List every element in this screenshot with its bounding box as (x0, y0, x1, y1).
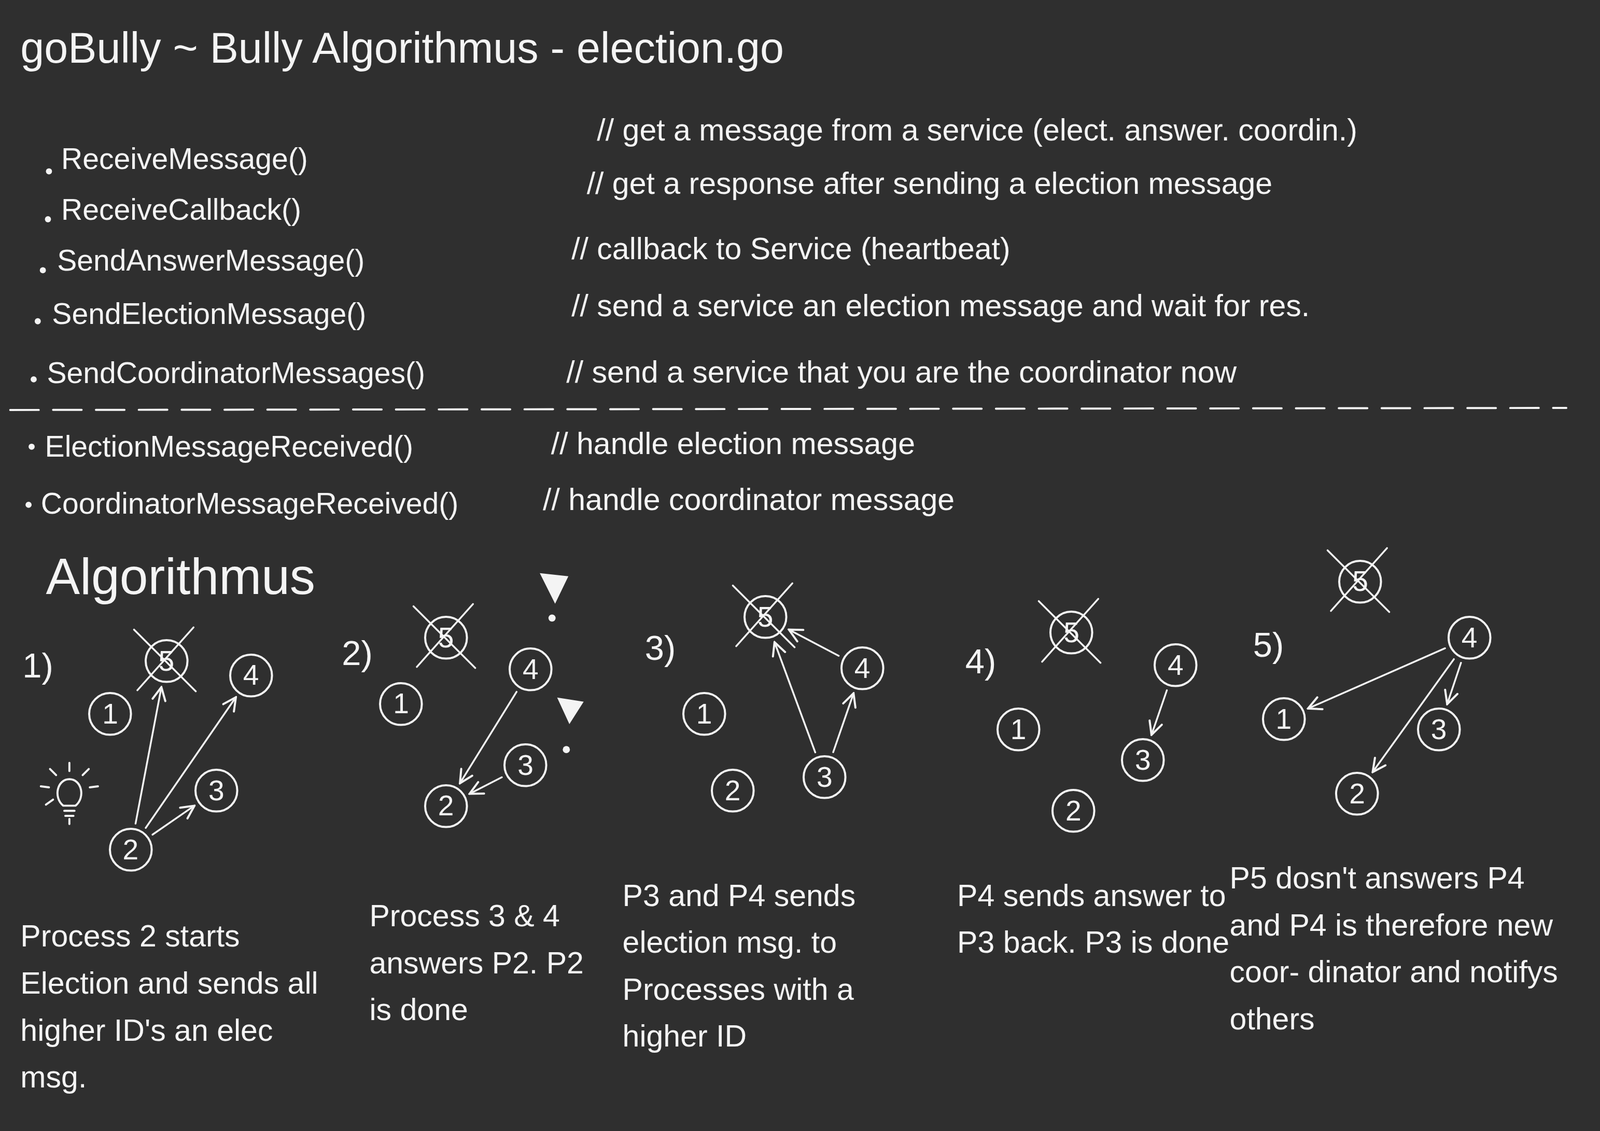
code-comment: // send a service that you are the coord… (566, 354, 1237, 391)
process-id: 1 (1275, 705, 1293, 734)
process-id: 4 (243, 661, 260, 690)
process-id: 3 (208, 776, 225, 806)
message-arrow (774, 642, 816, 753)
process-id: 3 (816, 763, 833, 792)
process-id: 3 (1134, 746, 1152, 775)
message-arrow (469, 777, 502, 794)
step-caption: P3 and P4 sends election msg. to Process… (622, 872, 924, 1061)
code-comment: // handle coordinator message (542, 481, 955, 519)
message-arrow (459, 692, 517, 784)
step-number: 2) (341, 632, 373, 675)
process-id: 1 (102, 699, 119, 729)
process-id: 4 (854, 654, 871, 683)
process-circle: 3 (1120, 737, 1166, 783)
process-circle: 1 (995, 707, 1042, 753)
process-id: 4 (522, 655, 539, 684)
process-circle: 2 (710, 768, 756, 814)
message-arrow (135, 687, 162, 824)
step-number: 3) (644, 627, 677, 669)
process-circle: 2 (1050, 788, 1097, 834)
step-caption: P4 sends answer to P3 back. P3 is done (957, 872, 1243, 967)
lightbulb-icon (40, 763, 98, 825)
process-circle: 1 (1261, 696, 1307, 742)
process-circle: 3 (1416, 707, 1462, 753)
message-arrow (1447, 663, 1462, 705)
code-comment: // get a response after sending a electi… (586, 165, 1273, 203)
message-arrow (152, 805, 195, 835)
step-number: 1) (22, 644, 54, 687)
process-id: 4 (1167, 651, 1184, 680)
process-id: 3 (517, 751, 534, 780)
process-circle: 5 (1337, 559, 1383, 605)
process-id: 3 (1430, 715, 1448, 745)
process-id: 4 (1461, 623, 1478, 653)
process-circle: 4 (1447, 615, 1493, 661)
process-circle: 1 (87, 691, 133, 737)
section-heading: Algorithmus (46, 545, 316, 608)
message-arrow (788, 629, 839, 657)
process-id: 1 (696, 699, 713, 729)
process-circle: 1 (681, 691, 727, 737)
function-name: ElectionMessageReceived() (45, 428, 414, 465)
process-id: 2 (1065, 796, 1082, 826)
process-id: 5 (1352, 567, 1369, 596)
message-arrow (1151, 690, 1168, 736)
process-circle: 2 (1334, 771, 1380, 817)
process-circle: 5 (742, 594, 789, 640)
process-circle: 3 (502, 742, 549, 789)
process-id: 2 (122, 835, 139, 865)
process-id: 5 (158, 647, 175, 676)
process-circle: 4 (508, 647, 554, 693)
process-id: 2 (724, 776, 741, 806)
process-circle: 5 (144, 638, 190, 684)
step-number: 5) (1253, 624, 1285, 666)
message-arrow (1372, 659, 1455, 773)
step-caption: Process 2 starts Election and sends all … (20, 913, 327, 1101)
function-name: ReceiveMessage() (61, 141, 308, 177)
function-name: SendAnswerMessage() (57, 242, 365, 278)
process-id: 5 (1063, 618, 1080, 648)
process-circle: 2 (108, 827, 154, 873)
process-circle: 5 (1048, 610, 1094, 656)
process-circle: 4 (1153, 642, 1199, 689)
process-id: 5 (757, 602, 774, 632)
process-circle: 3 (802, 754, 848, 800)
step-caption: P5 dosn't answers P4 and P4 is therefore… (1229, 854, 1582, 1043)
cross-out-mark (133, 627, 196, 692)
process-id: 2 (438, 791, 455, 821)
process-circle: 1 (378, 681, 424, 727)
function-name: ReceiveCallback() (61, 191, 302, 228)
code-comment: // get a message from a service (elect. … (596, 111, 1358, 149)
code-comment: // callback to Service (heartbeat) (571, 230, 1011, 268)
cross-out-mark (1327, 548, 1390, 612)
diagram-title: goBully ~ Bully Algorithmus - election.g… (20, 22, 784, 74)
dashed-separator (10, 408, 1567, 411)
code-comment: // handle election message (551, 425, 916, 463)
step-number: 4) (965, 640, 997, 683)
message-arrow (833, 693, 854, 753)
process-id: 1 (1010, 715, 1027, 745)
function-name: SendElectionMessage() (51, 296, 367, 332)
cross-out-mark (732, 583, 795, 648)
exclamation-icon (539, 573, 584, 754)
process-id: 5 (438, 623, 455, 653)
cross-out-mark (1039, 598, 1101, 663)
process-circle: 5 (423, 615, 469, 661)
code-comment: // send a service an election message an… (571, 287, 1310, 325)
process-circle: 4 (839, 646, 886, 692)
process-circle: 4 (228, 653, 274, 699)
process-id: 1 (393, 689, 410, 719)
process-circle: 3 (193, 768, 240, 814)
process-circle: 2 (423, 783, 469, 830)
function-name: SendCoordinatorMessages() (47, 355, 426, 391)
process-id: 2 (1349, 779, 1366, 809)
cross-out-mark (413, 604, 475, 668)
function-name: CoordinatorMessageReceived() (40, 485, 459, 522)
step-caption: Process 3 & 4 answers P2. P2 is done (369, 892, 614, 1034)
